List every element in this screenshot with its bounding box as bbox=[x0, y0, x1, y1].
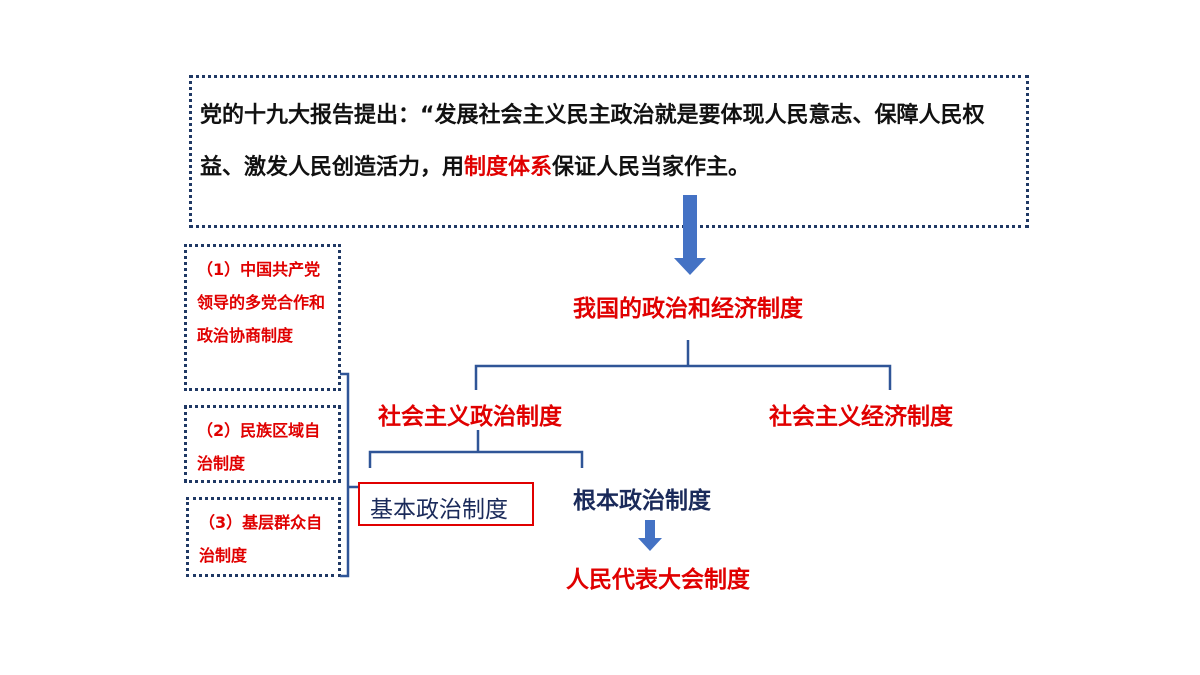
brace-political bbox=[368, 430, 584, 468]
quote-tail: 保证人民当家作主。 bbox=[552, 155, 751, 180]
quote-text: 党的十九大报告提出：“发展社会主义民主政治就是要体现人民意志、保障人民权益、激发… bbox=[200, 90, 1020, 194]
fundamental-political-system: 根本政治制度 bbox=[573, 488, 711, 514]
side-bracket bbox=[340, 372, 358, 578]
side-item-1: （1）中国共产党领导的多党合作和政治协商制度 bbox=[184, 244, 341, 391]
npc-system: 人民代表大会制度 bbox=[566, 567, 750, 593]
down-arrow-small bbox=[638, 520, 662, 551]
basic-political-system: 基本政治制度 bbox=[370, 497, 508, 523]
side-item-2: （2）民族区域自治制度 bbox=[184, 405, 341, 483]
side-item-3: （3）基层群众自治制度 bbox=[186, 497, 341, 577]
down-arrow-main bbox=[674, 195, 706, 275]
basic-system-box bbox=[358, 482, 534, 526]
quote-lead: 党的十九大报告提出：“发展社会主义民主政治就是要体现人民意志、保障人民权益、激发… bbox=[200, 103, 985, 180]
political-system: 社会主义政治制度 bbox=[378, 404, 562, 430]
economic-system: 社会主义经济制度 bbox=[769, 404, 953, 430]
quote-highlight: 制度体系 bbox=[464, 155, 553, 180]
brace-main bbox=[474, 340, 892, 390]
quote-box bbox=[189, 75, 1029, 228]
main-node: 我国的政治和经济制度 bbox=[573, 296, 803, 322]
